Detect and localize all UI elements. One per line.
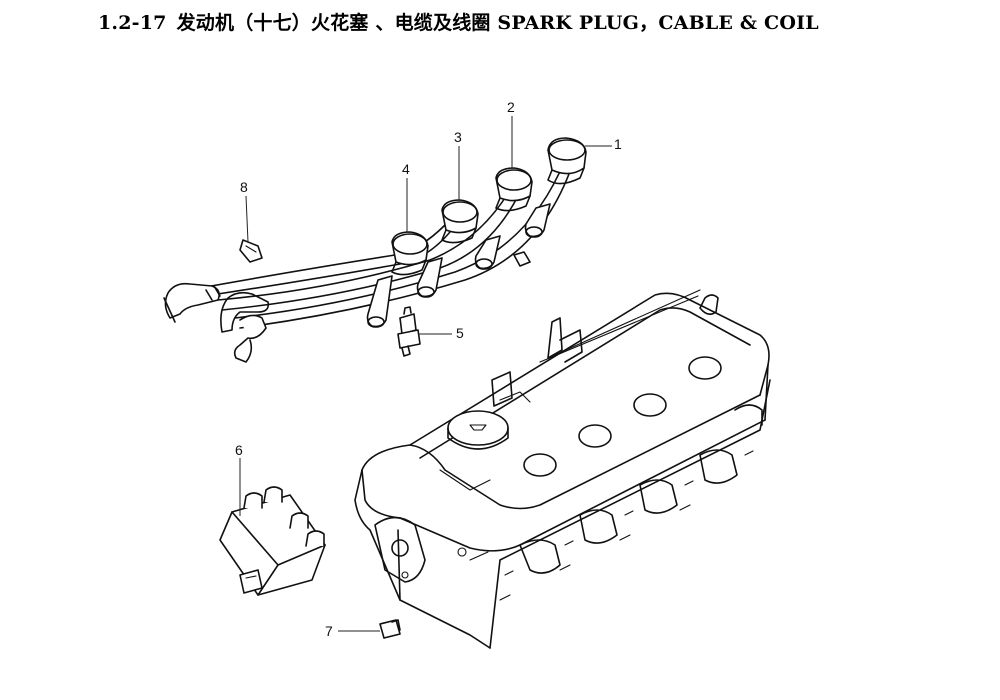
callout-number-3: 3 (454, 129, 462, 145)
cable-cap-3 (441, 199, 479, 244)
callout-7: 7 (325, 623, 380, 639)
page-title: 1.2-17 发动机（十七）火花塞 、电缆及线圈 SPARK PLUG，CABLE… (98, 8, 819, 35)
cylinder-head-illustration (354, 289, 771, 649)
callout-8: 8 (240, 179, 249, 243)
section-title: 发动机（十七）火花塞 、电缆及线圈 SPARK PLUG，CABLE & COI… (176, 12, 819, 34)
callout-4: 4 (402, 161, 410, 232)
callout-number-6: 6 (235, 442, 243, 458)
callout-number-4: 4 (402, 161, 410, 177)
cable-cap-2 (495, 167, 533, 212)
callout-1: 1 (585, 136, 622, 152)
callout-5: 5 (418, 325, 464, 341)
cable-cap-1 (547, 137, 587, 185)
callout-number-5: 5 (456, 325, 464, 341)
callout-number-1: 1 (614, 136, 622, 152)
ignition-cable-set-illustration (163, 137, 587, 363)
callout-3: 3 (454, 129, 462, 200)
callout-number-8: 8 (240, 179, 248, 195)
callout-2: 2 (507, 99, 515, 168)
cable-cap-4 (391, 231, 429, 276)
spark-plug-illustration (397, 306, 421, 357)
bolt-illustration (379, 619, 401, 639)
callout-6: 6 (235, 442, 243, 516)
callout-number-2: 2 (507, 99, 515, 115)
ignition-coil-illustration (219, 486, 326, 596)
callout-number-7: 7 (325, 623, 333, 639)
section-number: 1.2-17 (98, 12, 167, 34)
